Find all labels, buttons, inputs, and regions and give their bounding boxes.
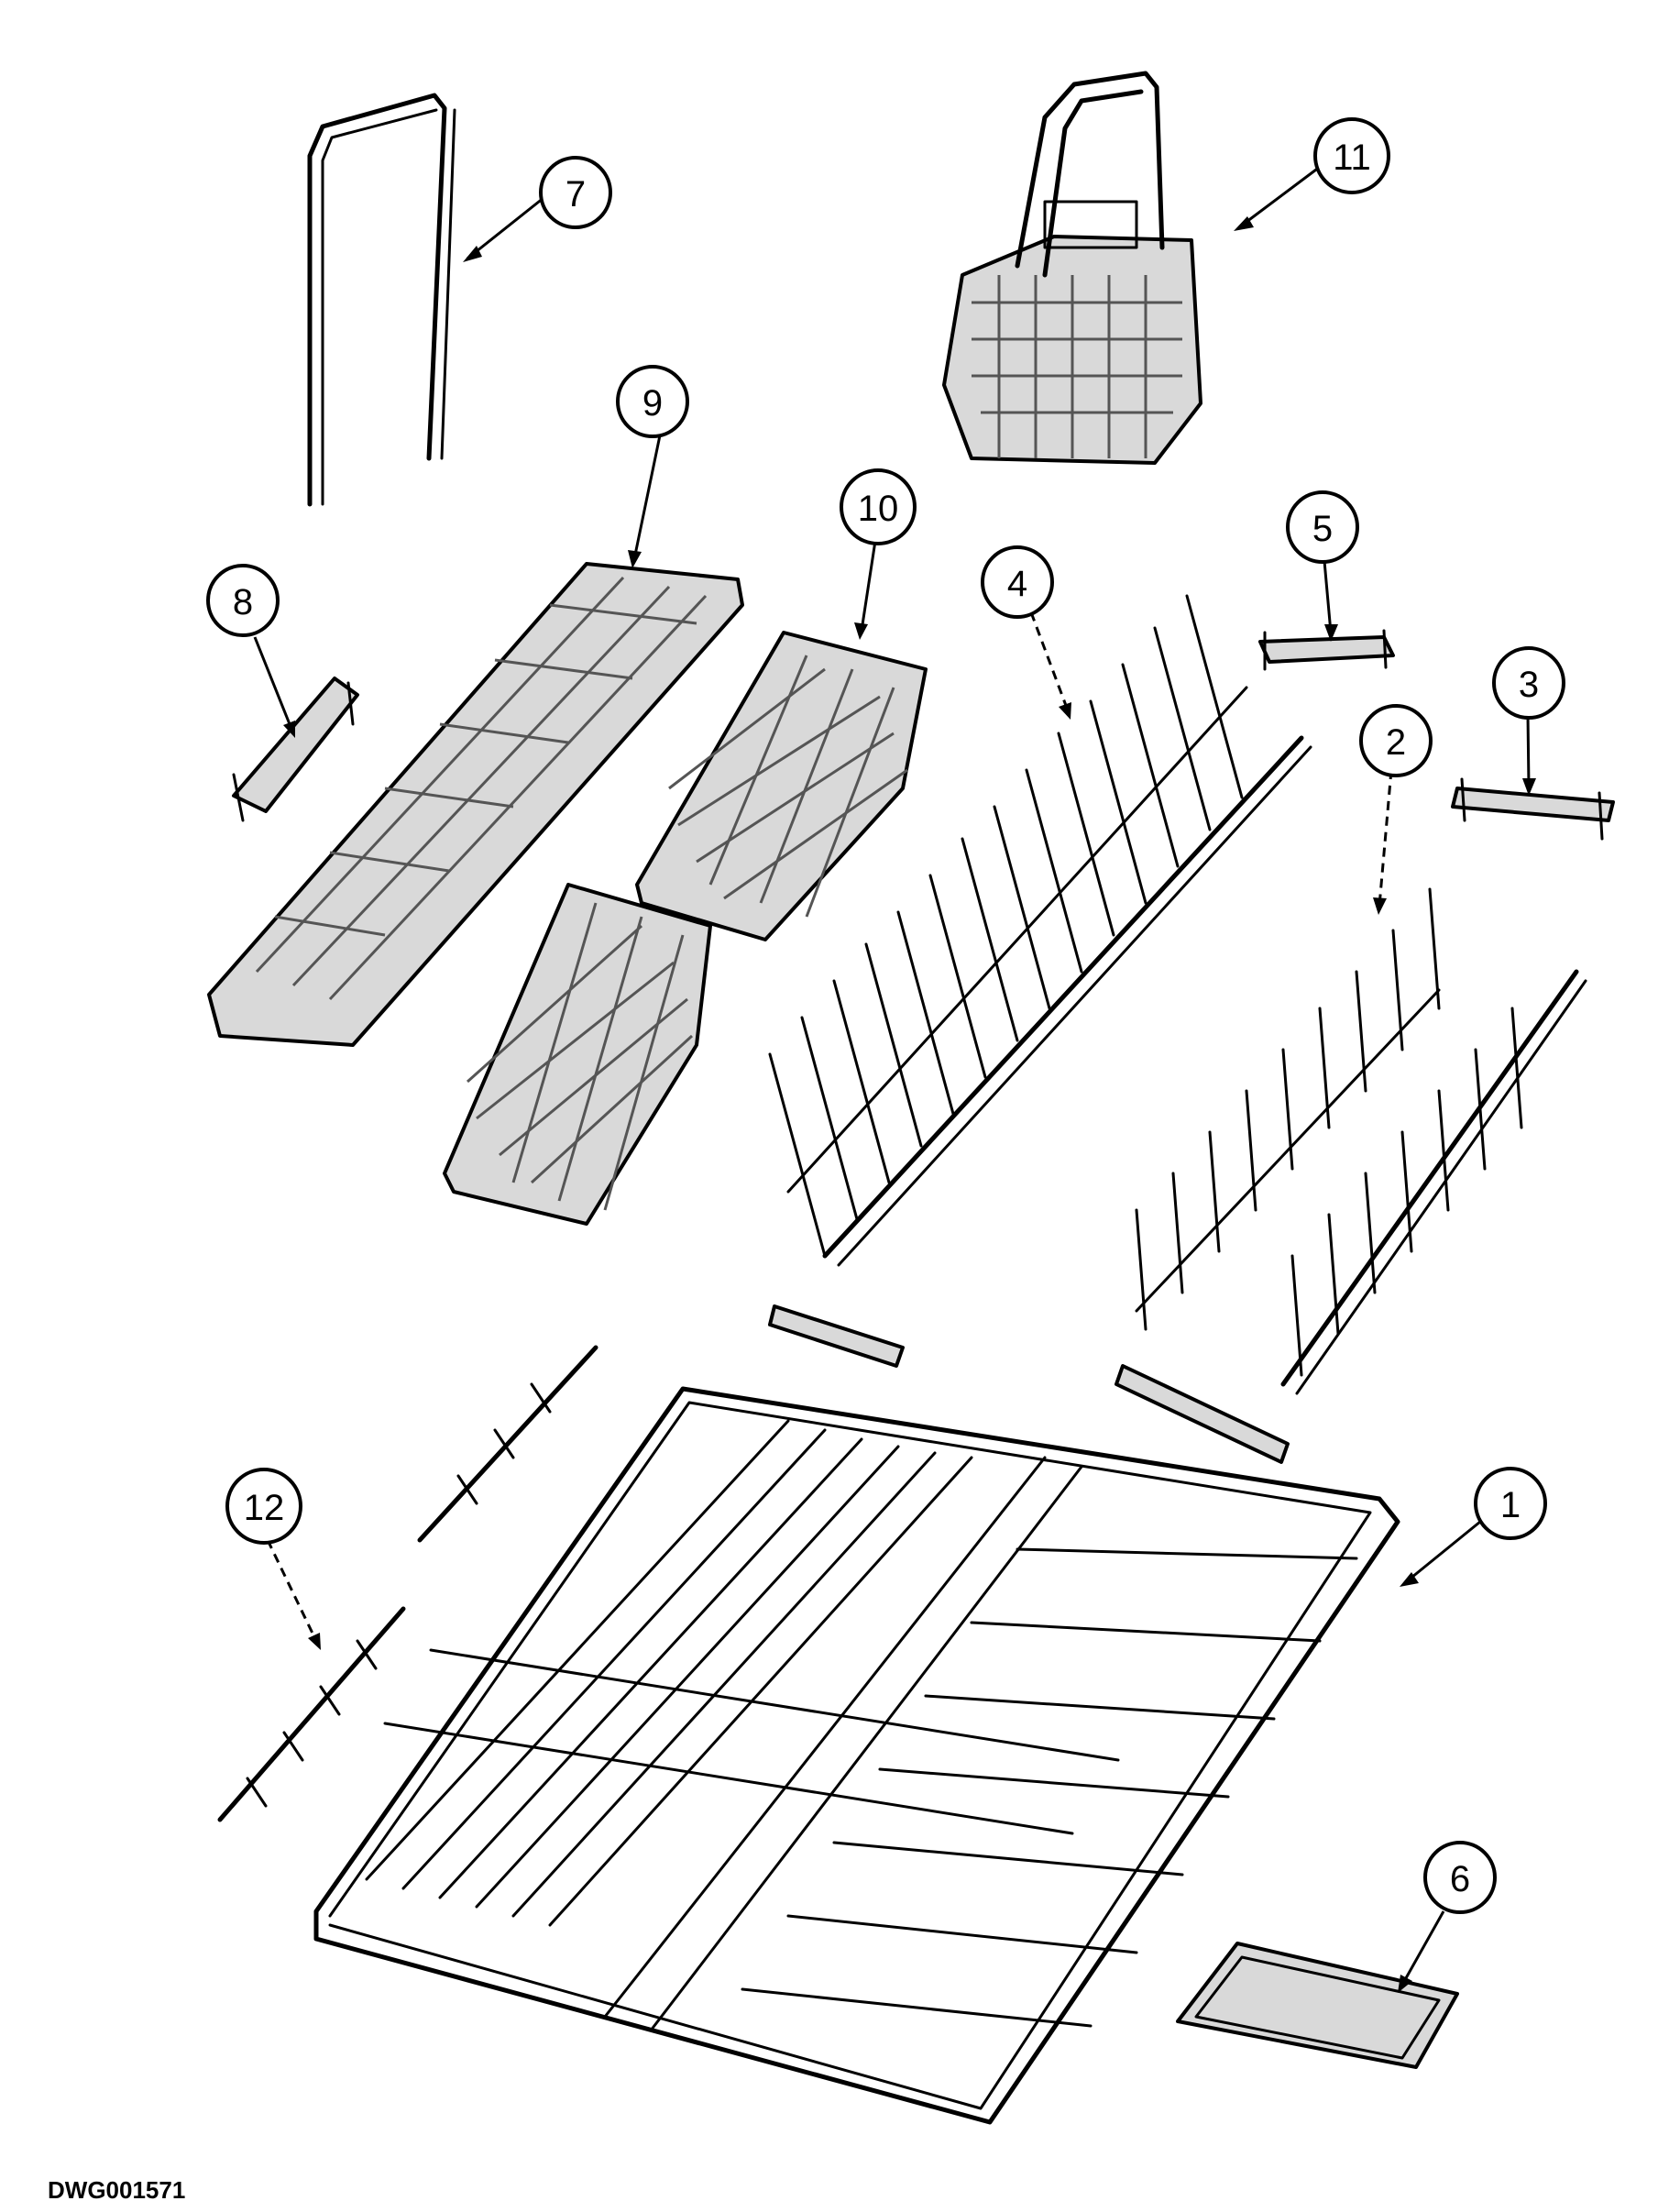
callout-1-label: 1 — [1500, 1485, 1521, 1525]
part-10-shelf-sections — [443, 631, 928, 1226]
callout-4-label: 4 — [1007, 564, 1027, 604]
part-4-tine-row — [768, 594, 1312, 1267]
callout-2: 2 — [1359, 704, 1433, 777]
callout-1: 1 — [1474, 1467, 1547, 1540]
part-6-tray — [1176, 1942, 1459, 2069]
callout-8: 8 — [206, 564, 280, 637]
callout-leaders — [253, 165, 1536, 1993]
callout-5: 5 — [1286, 490, 1359, 564]
tine-row-clip-right — [1114, 1364, 1290, 1464]
part-11-cutlery-basket — [942, 71, 1202, 465]
callout-6-label: 6 — [1450, 1859, 1470, 1899]
part-7-handle — [307, 93, 456, 507]
callout-11: 11 — [1313, 117, 1390, 194]
callout-8-label: 8 — [233, 582, 253, 622]
callout-11-label: 11 — [1333, 138, 1371, 178]
part-12-wire-clips — [217, 1345, 598, 1822]
callout-7: 7 — [539, 156, 612, 229]
part-1-rack — [313, 1386, 1400, 2125]
drawing-code: DWG001571 — [48, 2176, 186, 2204]
callout-12-label: 12 — [244, 1488, 285, 1528]
part-2-tine-row — [1135, 887, 1587, 1395]
callout-6: 6 — [1423, 1841, 1497, 1914]
callout-10-label: 10 — [858, 489, 899, 529]
callout-10: 10 — [840, 468, 917, 545]
callout-7-label: 7 — [565, 174, 586, 215]
part-8-clip — [232, 677, 359, 822]
callout-3-label: 3 — [1519, 665, 1539, 705]
part-3-clip — [1451, 777, 1615, 841]
callout-5-label: 5 — [1312, 509, 1333, 549]
callout-3: 3 — [1492, 646, 1565, 720]
callout-9-label: 9 — [642, 383, 663, 424]
callout-4: 4 — [981, 545, 1054, 619]
tine-row-clip-left — [768, 1304, 905, 1368]
part-9-tiered-shelf — [207, 562, 744, 1047]
callout-2-label: 2 — [1386, 722, 1406, 763]
callout-9: 9 — [616, 365, 689, 438]
part-5-clip — [1258, 629, 1395, 671]
callout-12: 12 — [225, 1468, 302, 1545]
